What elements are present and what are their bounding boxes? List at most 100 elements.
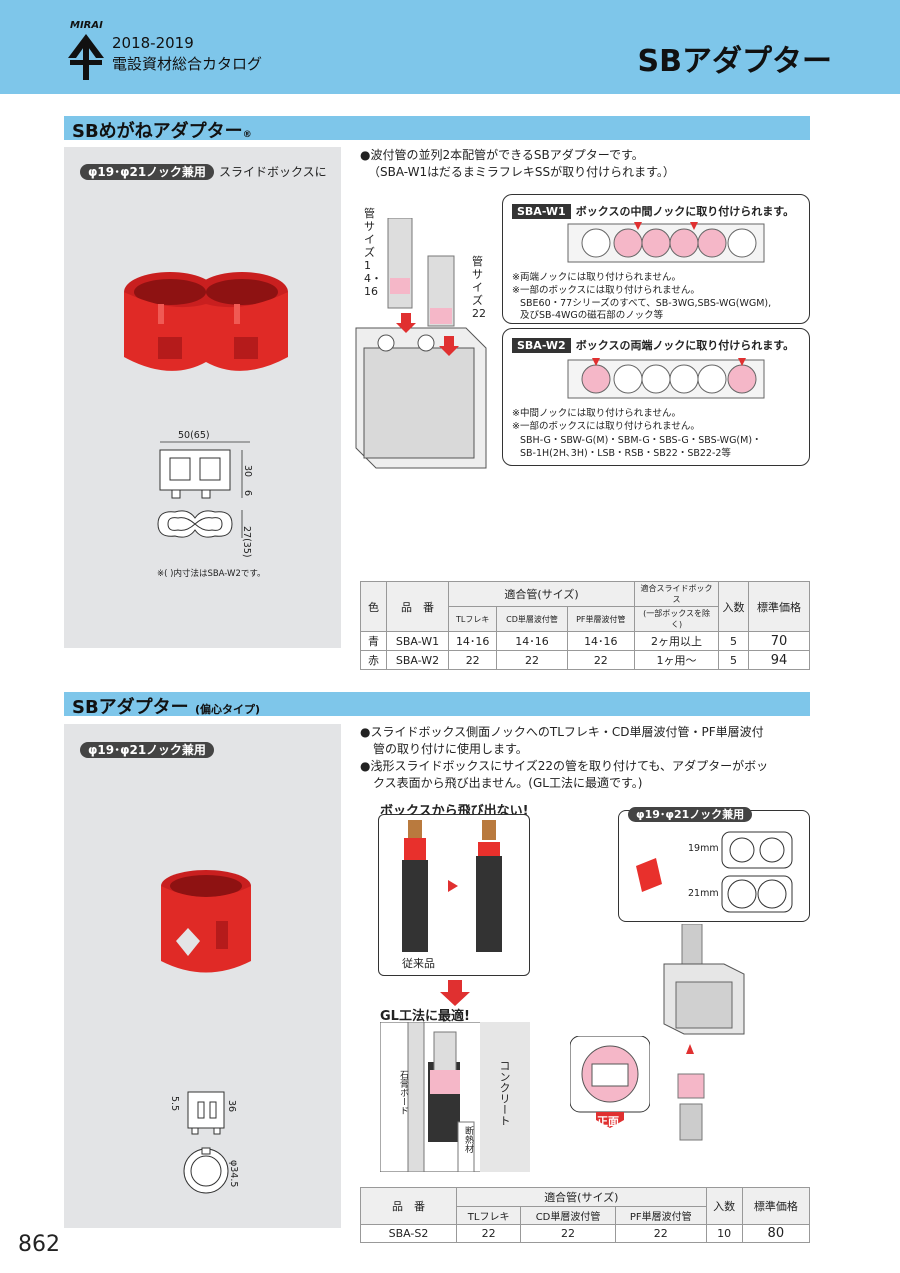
sba-w2-tag: SBA-W2	[512, 338, 571, 353]
dim-depth: 27(35)	[241, 526, 252, 558]
cell-part: SBA-W2	[386, 650, 449, 670]
down-arrow-icon	[440, 980, 470, 1006]
dim-width: 50(65)	[178, 430, 210, 441]
knock-pill-2: φ19･φ21ノック兼用	[80, 739, 214, 758]
dim-36: 36	[226, 1100, 237, 1113]
section2-desc-4: クス表面から飛び出ません。(GL工法に最適です。)	[373, 776, 643, 790]
cell-color: 青	[360, 631, 387, 651]
th-color: 色	[360, 581, 387, 632]
sba-w1-note-2: ※一部のボックスには取り付けられません。	[512, 285, 700, 296]
section1-title: SBめがねアダプター®	[72, 121, 252, 142]
pipe-size-label-b: 管サイズ22	[472, 255, 486, 320]
section2-title: SBアダプター (偏心タイプ)	[72, 697, 261, 718]
cell-part: SBA-S2	[360, 1224, 457, 1243]
sba-w2-title: ボックスの両端ノックに取り付けられます。	[575, 339, 795, 352]
sba-w1-note-1: ※両端ノックには取り付けられません。	[512, 272, 681, 283]
box-adapter-illustration	[663, 924, 745, 1141]
cell-pf: 14･16	[566, 631, 636, 651]
th-qty: 入数	[718, 581, 750, 632]
section2-subtitle: (偏心タイプ)	[194, 703, 261, 716]
conventional-label: 従来品	[402, 957, 435, 970]
cell-part: SBA-W1	[386, 631, 449, 651]
gypsum-label: 石膏ボード	[398, 1070, 408, 1115]
cell-cd: 14･16	[496, 631, 568, 651]
brand-name: MIRAI	[70, 20, 103, 31]
sba-w1-list-1: SBE60・77シリーズのすべて、SB-3WG,SBS-WG(WGM),	[520, 298, 772, 309]
th-price: 標準価格	[748, 581, 810, 632]
cell-box: 1ヶ用〜	[634, 650, 720, 670]
gl-best-heading: GL工法に最適!	[380, 1009, 470, 1024]
th-cd: CD単層波付管	[520, 1206, 616, 1225]
section2-spec-table: 品 番 適合管(サイズ) 入数 標準価格 TLフレキ CD単層波付管 PF単層波…	[360, 1187, 811, 1243]
size-21mm: 21mm	[688, 888, 719, 899]
knock-size-pill: φ19･φ21ノック兼用	[628, 803, 753, 822]
section1-bar	[64, 116, 810, 140]
cell-price: 80	[741, 1224, 811, 1243]
front-view-illustration	[570, 1036, 650, 1128]
sba-w1-tag: SBA-W1	[512, 204, 571, 219]
catalog-year: 2018-2019	[112, 34, 194, 52]
sba-w1-box-diagram	[567, 222, 765, 263]
section1-desc-2: （SBA-W1はだるまミラフレキSSが取り付けられます。）	[368, 165, 675, 179]
front-label: 正面	[597, 1115, 619, 1128]
cell-tl: 14･16	[447, 631, 498, 651]
cell-cd: 22	[520, 1224, 616, 1243]
knock-pill-note: スライドボックスに	[219, 165, 327, 179]
sba-w-product-image	[124, 272, 288, 371]
cell-qty: 10	[705, 1224, 743, 1243]
th-qty: 入数	[705, 1187, 743, 1225]
th-part: 品 番	[386, 581, 449, 632]
knock-pill-1: φ19･φ21ノック兼用 スライドボックスに	[80, 161, 327, 181]
installation-illustration	[355, 218, 487, 469]
cell-cd: 22	[496, 650, 568, 670]
sba-w2-note-1: ※中間ノックには取り付けられません。	[512, 408, 681, 419]
knock-pill-label: φ19･φ21ノック兼用	[80, 164, 214, 180]
th-box: 適合スライドボックス	[634, 581, 720, 607]
th-pf: PF単層波付管	[566, 606, 636, 632]
table-row: 青 SBA-W1 14･16 14･16 14･16 2ヶ用以上 5 70	[360, 631, 810, 651]
mirai-logo-icon	[68, 34, 104, 80]
dim-5-5: 5.5	[169, 1096, 180, 1112]
th-part: 品 番	[360, 1187, 457, 1225]
th-pf: PF単層波付管	[614, 1206, 707, 1225]
sba-w2-header: SBA-W2 ボックスの両端ノックに取り付けられます。	[512, 334, 794, 353]
size-19mm: 19mm	[688, 843, 719, 854]
section2-desc-3: ●浅形スライドボックスにサイズ22の管を取り付けても、アダプターがボッ	[360, 759, 769, 773]
th-tl: TLフレキ	[447, 606, 498, 632]
cell-pf: 22	[566, 650, 636, 670]
concrete-label: コンクリート	[498, 1060, 511, 1126]
section1-product-panel	[64, 147, 341, 648]
insulation-label: 断熱材	[463, 1126, 473, 1153]
dim-lower: 6	[242, 490, 253, 497]
cell-pf: 22	[614, 1224, 707, 1243]
sba-w2-list-2: SB-1H(2H､3H)・LSB・RSB・SB22・SB22-2等	[520, 448, 731, 459]
dim-34-5: φ34.5	[228, 1160, 239, 1188]
cell-price: 70	[748, 631, 810, 651]
registered-mark: ®	[242, 130, 252, 140]
sba-w2-note-2: ※一部のボックスには取り付けられません。	[512, 421, 700, 432]
sba-w1-list-2: 及びSB-4WGの磁石部のノック等	[520, 310, 664, 321]
dim-note: ※( )内寸法はSBA-W2です。	[157, 569, 266, 579]
sba-w-front-drawing	[157, 441, 250, 538]
cell-tl: 22	[447, 650, 498, 670]
page-number: 862	[18, 1232, 60, 1257]
sba-s2-product-image	[161, 870, 251, 973]
sba-w1-header: SBA-W1 ボックスの中間ノックに取り付けられます。	[512, 200, 794, 219]
section1-desc-1: ●波付管の並列2本配管ができるSBアダプターです。	[360, 148, 644, 162]
cell-color: 赤	[360, 650, 387, 670]
cell-qty: 5	[718, 650, 750, 670]
cell-price: 94	[748, 650, 810, 670]
compare-illustration	[402, 820, 502, 952]
knock-pill-label: φ19･φ21ノック兼用	[80, 742, 214, 758]
th-pipe: 適合管(サイズ)	[456, 1187, 707, 1207]
th-pipe: 適合管(サイズ)	[447, 581, 636, 607]
cell-qty: 5	[718, 631, 750, 651]
cell-box: 2ヶ用以上	[634, 631, 720, 651]
section2-desc-2: 管の取り付けに使用します。	[373, 742, 528, 756]
table-row: SBA-S2 22 22 22 10 80	[360, 1224, 811, 1243]
section2-desc-1: ●スライドボックス側面ノックへのTLフレキ・CD単層波付管・PF単層波付	[360, 725, 764, 739]
th-box-note: (一部ボックスを除く)	[634, 606, 720, 632]
section1-spec-table: 色 品 番 適合管(サイズ) 適合スライドボックス 入数 標準価格 TLフレキ …	[360, 581, 810, 670]
th-price: 標準価格	[741, 1187, 811, 1225]
sba-w2-list-1: SBH-G・SBW-G(M)・SBM-G・SBS-G・SBS-WG(M)・	[520, 435, 762, 446]
